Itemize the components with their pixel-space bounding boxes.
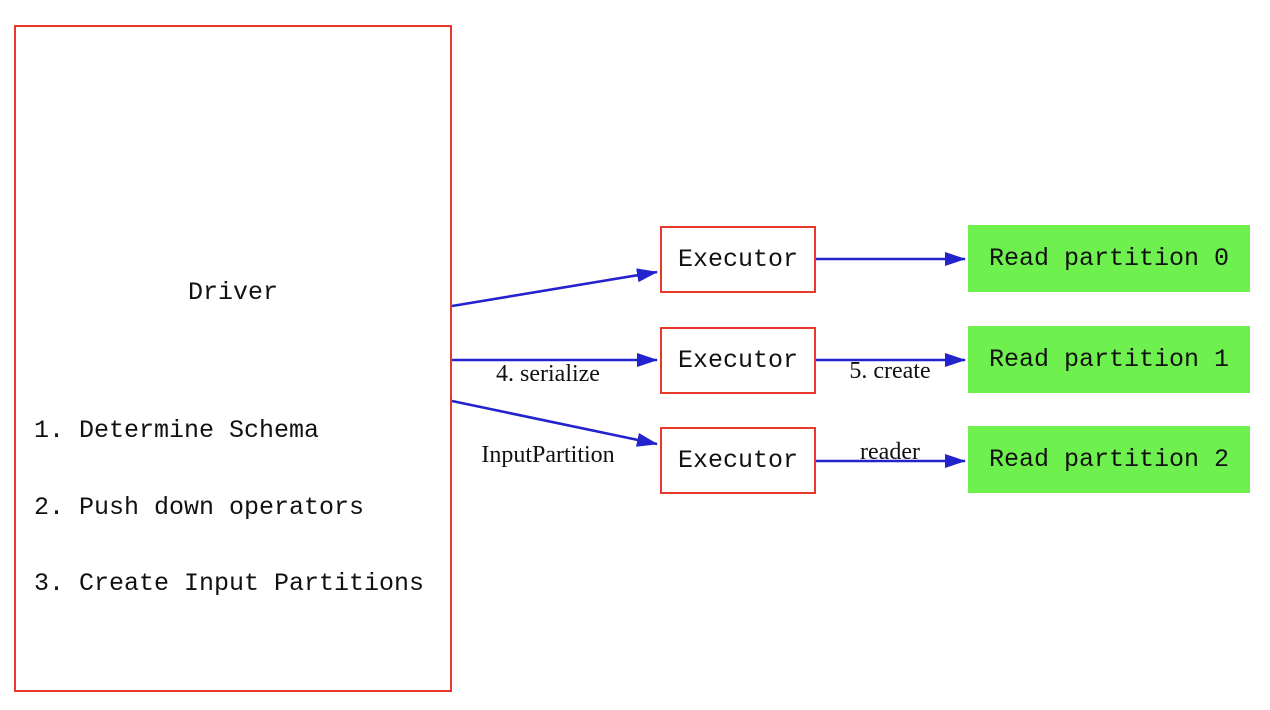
driver-steps: 1. Determine Schema 2. Push down operato…: [34, 367, 424, 648]
read-partition-box-2: Read partition 2: [968, 426, 1250, 493]
edge-label-line: 5. create: [849, 358, 931, 384]
edge-label-line: InputPartition: [481, 442, 615, 468]
executor-box-2: Executor: [660, 427, 816, 494]
driver-title: Driver: [187, 278, 278, 307]
executor-label: Executor: [677, 245, 799, 274]
read-partition-box-0: Read partition 0: [968, 225, 1250, 292]
edge-label-line: reader: [860, 439, 920, 465]
executor-box-1: Executor: [660, 327, 816, 394]
edge-label-line: 4. serialize: [496, 361, 600, 387]
driver-step: 3. Create Input Partitions: [34, 569, 425, 598]
edge-label-serialize-inputpartition: 4. serialize InputPartition: [448, 307, 648, 523]
read-partition-box-1: Read partition 1: [968, 326, 1250, 393]
executor-box-0: Executor: [660, 226, 816, 293]
executor-label: Executor: [677, 346, 799, 375]
driver-step: 2. Push down operators: [34, 492, 365, 522]
edge-label-create-reader: 5. create reader: [810, 304, 970, 520]
driver-box: Driver 1. Determine Schema 2. Push down …: [14, 25, 452, 692]
driver-step: 1. Determine Schema: [34, 416, 320, 445]
read-partition-label: Read partition 0: [988, 244, 1230, 273]
arrow-driver-to-executor-0: [451, 268, 658, 308]
executor-label: Executor: [677, 446, 799, 475]
read-partition-label: Read partition 2: [988, 445, 1230, 474]
read-partition-label: Read partition 1: [988, 345, 1230, 374]
